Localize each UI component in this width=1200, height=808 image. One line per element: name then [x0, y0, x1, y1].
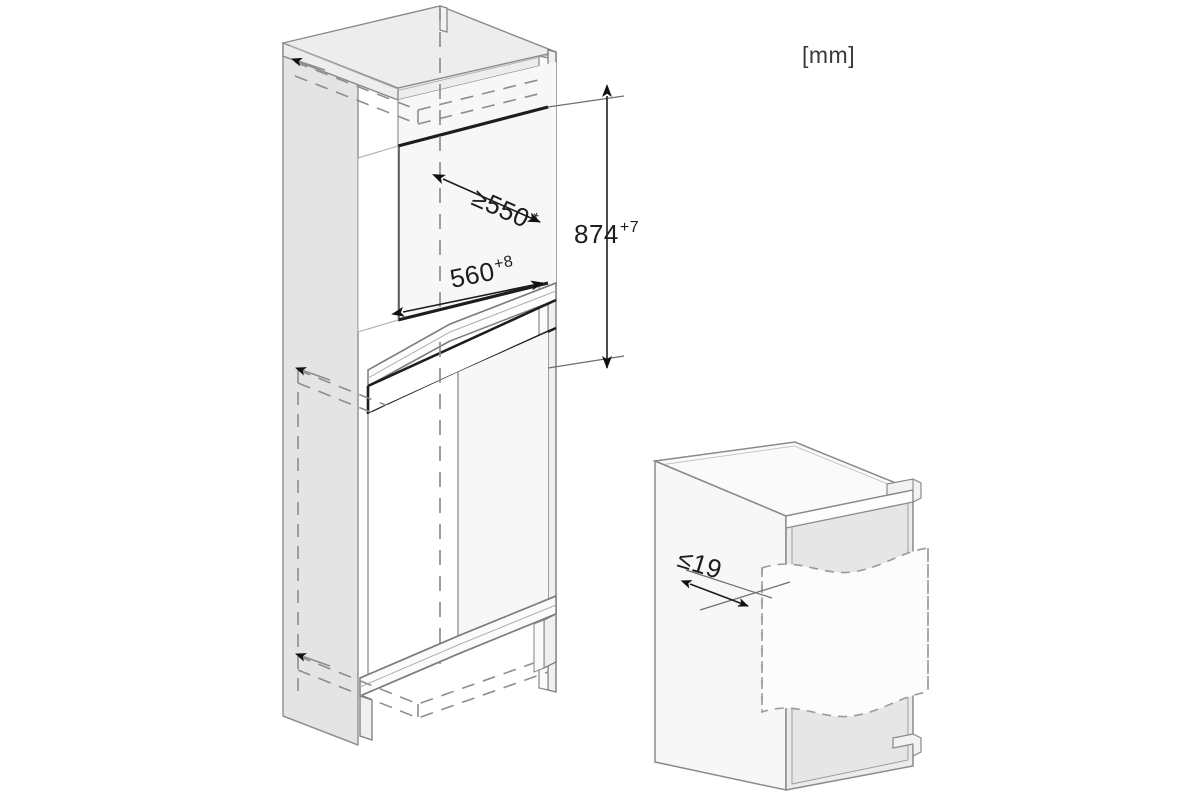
svg-text:560+8: 560+8 — [447, 252, 517, 294]
dim-niche-height-value: 874 — [574, 219, 619, 249]
cabinet-plinth-feet — [359, 612, 557, 741]
shelf-hidden-arrow — [295, 367, 331, 381]
unit-label: [mm] — [802, 42, 855, 68]
dimension-niche-height: 874+7 — [547, 84, 639, 369]
cabinet-top-hidden-arrow — [291, 57, 326, 71]
cabinet-bottom-hidden-lines — [297, 655, 549, 719]
furniture-door-panel-overlay — [761, 547, 929, 718]
appliance-view: ≤19 — [652, 441, 929, 791]
cabinet-right-upright — [439, 5, 448, 33]
dim-niche-width-superscript: +8 — [493, 253, 515, 273]
cabinet-top-hidden-lines — [294, 61, 547, 125]
dimension-niche-width: 560+8 — [391, 252, 544, 317]
cabinet-left-side-panel — [282, 42, 359, 747]
svg-text:874+7: 874+7 — [574, 219, 639, 249]
dim-niche-height-superscript: +7 — [620, 219, 639, 236]
niche-inner-left-wall — [357, 145, 399, 333]
cabinet-left-panel-bottom — [282, 715, 359, 746]
cabinet-niche-view: ≥550* 560+8 874+7 — [282, 5, 639, 747]
appliance-lower-hinge-block — [892, 733, 922, 757]
cabinet-lower-interior — [367, 332, 548, 690]
appliance-hinge-block — [886, 478, 922, 503]
cabinet-bottom-hidden-arrow — [295, 653, 331, 667]
